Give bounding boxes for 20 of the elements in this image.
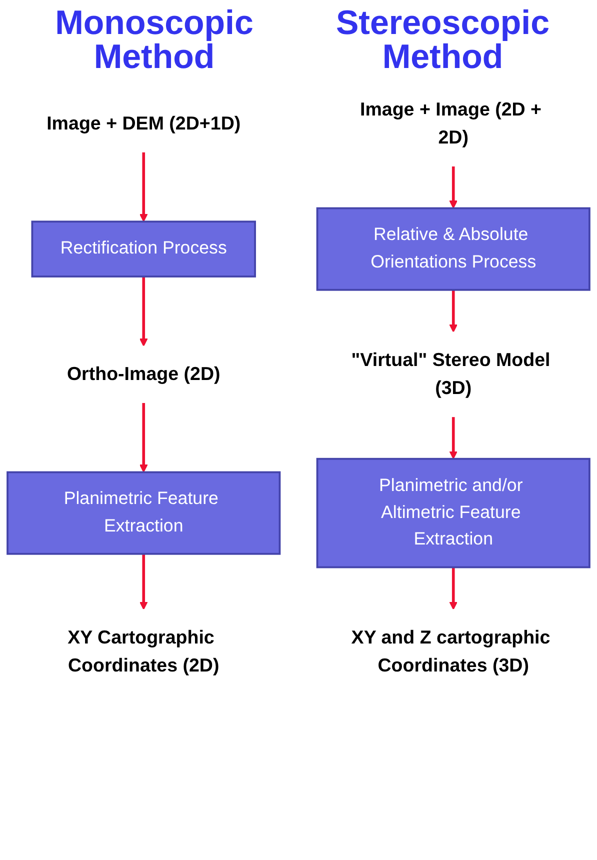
node-text: Image + Image (2D + 2D) [360,99,542,148]
node-text: "Virtual" Stereo Model (3D) [351,350,550,399]
arrow [449,567,458,610]
node-box: Planimetric and/or Altimetric Feature Extraction [316,458,590,568]
arrow [139,402,148,473]
node-text: XY Cartographic Coordinates (2D) [68,627,220,676]
arrow [139,276,148,347]
column-heading: Stereoscopic Method [334,6,551,74]
arrow [139,152,148,222]
arrow [449,416,458,460]
arrow [139,554,148,610]
node-box: Rectification Process [31,220,256,278]
arrow [449,166,458,209]
node-box: Relative & Absolute Orientations Process [316,207,590,291]
node-box: Planimetric Feature Extraction [6,471,281,555]
node-text: XY and Z cartographic Coordinates (3D) [351,627,550,676]
node-text: Image + DEM (2D+1D) [46,113,241,134]
arrow [449,290,458,332]
node-text: Ortho-Image (2D) [66,364,220,385]
column-heading: Monoscopic Method [54,6,254,74]
